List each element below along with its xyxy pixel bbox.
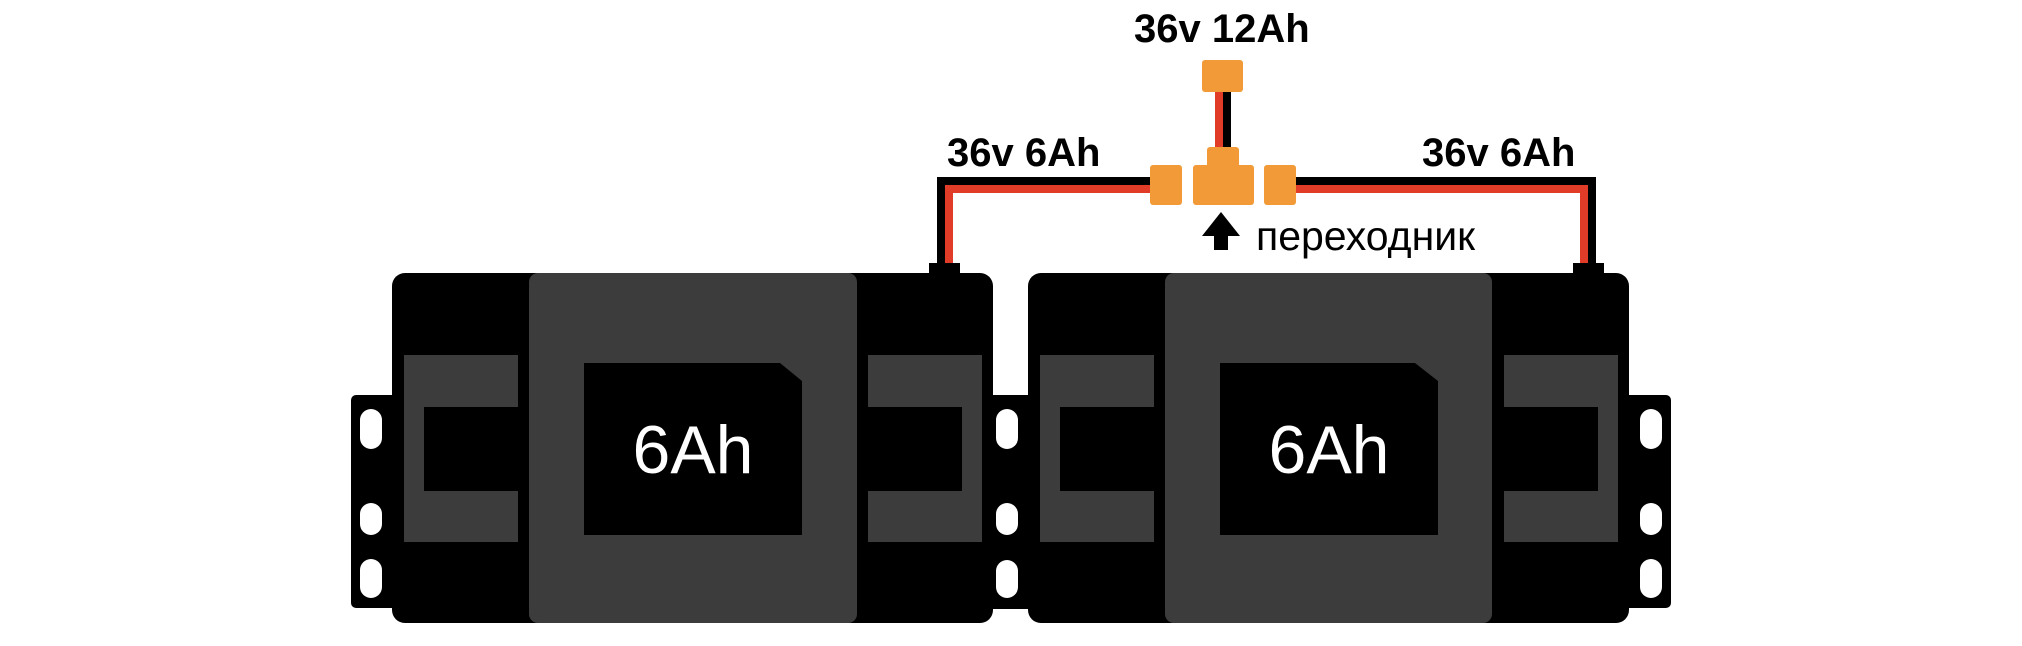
mounting-hole [996,560,1018,598]
battery-terminal [929,263,960,275]
right-wire-negative [1290,177,1596,268]
middle-flange-holes [996,409,1018,598]
right-input-connector [1264,165,1296,205]
output-wire-negative [1223,88,1231,150]
capacity-label: 6Ah [1269,412,1390,488]
mounting-hole [1640,503,1662,535]
t-adapter [1193,147,1254,205]
mounting-hole [1640,409,1662,449]
output-voltage-label: 36v 12Ah [1134,7,1310,51]
t-adapter-body [1193,165,1254,205]
mounting-flange-left [351,395,401,608]
right-wire-positive [1290,185,1588,268]
left-wire-label: 36v 6Ah [947,131,1100,175]
output-connector [1202,60,1243,92]
battery-left: 6Ah [351,263,1036,623]
mounting-flange-right [1620,395,1671,608]
arrow-up-icon [1202,212,1240,250]
mounting-hole [996,409,1018,449]
mounting-hole [360,503,382,535]
capacity-label-card [1220,363,1438,535]
left-wire-negative [937,177,1160,268]
adapter-label: переходник [1256,213,1476,259]
battery-right: 6Ah [1028,263,1671,623]
mounting-hole [360,409,382,449]
capacity-label: 6Ah [633,412,754,488]
capacity-label-card [584,363,802,535]
left-battery-wire [937,177,1160,268]
mounting-hole [996,503,1018,535]
left-wire-positive [945,185,1160,268]
output-wire-positive [1215,88,1223,150]
left-input-connector [1150,165,1182,205]
right-battery-wire [1290,177,1596,268]
mounting-hole [1640,559,1662,598]
mounting-hole [360,559,382,598]
battery-terminal [1573,263,1604,275]
output-wire [1215,88,1231,150]
right-wire-label: 36v 6Ah [1422,131,1575,175]
